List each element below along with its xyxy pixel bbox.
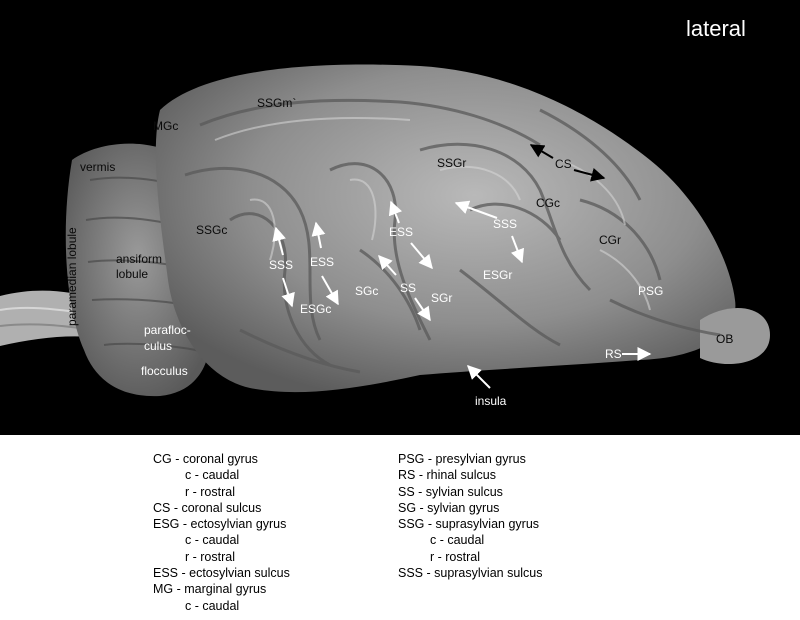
olfactory-bulb <box>700 308 770 365</box>
brain-photo: lateral SSGm` MGc vermis SSGr CS CGc CGr… <box>0 0 800 435</box>
label-ess-left: ESS <box>310 255 335 269</box>
label-paraflocculus-1: parafloc- <box>144 323 191 337</box>
label-ssgc: SSGc <box>196 223 228 237</box>
label-sgr: SGr <box>431 291 453 305</box>
legend-entry: SSG - suprasylvian gyrus <box>398 517 540 532</box>
sulci-lines <box>184 98 721 374</box>
white-arrows <box>272 200 652 389</box>
label-flocculus: flocculus <box>141 364 188 378</box>
label-ansiform-1: ansiform <box>116 252 163 266</box>
legend-entry: ESS - ectosylvian sulcus <box>153 566 290 581</box>
legend-entry: RS - rhinal sulcus <box>398 468 496 483</box>
legend-entry: CS - coronal sulcus <box>153 500 262 515</box>
label-cgr: CGr <box>599 233 621 247</box>
legend-entry: c - caudal <box>185 533 240 548</box>
label-esgr: ESGr <box>483 268 513 282</box>
legend-entry: SG - sylvian gyrus <box>398 500 500 515</box>
legend-entry: r - rostral <box>430 549 480 564</box>
legend-entry: c - caudal <box>185 598 240 613</box>
label-cgc: CGc <box>536 196 560 210</box>
black-arrows <box>529 144 606 182</box>
label-ssgm: SSGm` <box>257 96 297 110</box>
legend-entry: CG - coronal gyrus <box>153 452 258 466</box>
label-vermis: vermis <box>80 160 116 174</box>
label-sss-left: SSS <box>269 258 294 272</box>
label-ansiform-2: lobule <box>116 267 149 281</box>
label-paramedian-lobule: paramedian lobule <box>65 227 79 326</box>
legend-right: PSG - presylvian gyrus RS - rhinal sulcus… <box>398 451 543 581</box>
cerebral-cortex <box>155 64 736 393</box>
label-sss-top: SSS <box>493 217 518 231</box>
legend-entry: r - rostral <box>185 549 235 564</box>
legend-entry: PSG - presylvian gyrus <box>398 452 526 466</box>
label-sgc: SGc <box>355 284 379 298</box>
label-ob: OB <box>716 332 734 346</box>
legend-entry: c - caudal <box>430 533 485 548</box>
legend-entry: SSS - suprasylvian sulcus <box>398 566 543 581</box>
legend-entry: SS - sylvian sulcus <box>398 484 503 499</box>
label-ss: SS <box>400 281 417 295</box>
legend-entry: ESG - ectosylvian gyrus <box>153 517 287 532</box>
brain-illustration <box>0 64 770 397</box>
label-cs: CS <box>555 157 572 171</box>
legend-entry: r - rostral <box>185 484 235 499</box>
label-insula: insula <box>475 394 507 408</box>
label-rs: RS <box>605 347 622 361</box>
label-psg: PSG <box>638 284 664 298</box>
label-mgc: MGc <box>153 119 179 133</box>
label-esgc: ESGc <box>300 302 332 316</box>
legend-entry: c - caudal <box>185 468 240 483</box>
label-ssgr: SSGr <box>437 156 467 170</box>
gyri-highlights <box>214 116 651 311</box>
legend-entry: MG - marginal gyrus <box>153 582 267 597</box>
view-label: lateral <box>686 16 746 41</box>
label-paraflocculus-2: culus <box>144 339 173 353</box>
label-ess-top: ESS <box>389 225 414 239</box>
